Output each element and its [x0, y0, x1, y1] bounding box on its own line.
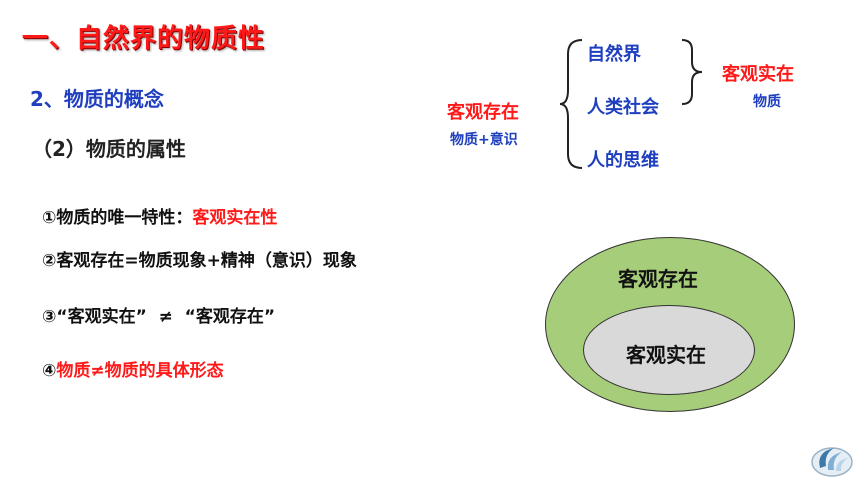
point-4-prefix: ④ [42, 361, 57, 381]
diagram-item-nature: 自然界 [587, 44, 641, 65]
section-heading: 2、物质的概念 [30, 87, 164, 111]
diagram-item-society: 人类社会 [587, 97, 659, 118]
diagram-item-thinking: 人的思维 [587, 150, 659, 171]
inner-label: 客观实在 [626, 343, 706, 367]
diagram-left-sub: 物质+意识 [450, 132, 518, 148]
venn-diagram: 客观存在 客观实在 [545, 237, 795, 412]
right-brace-icon [681, 39, 703, 105]
point-4-highlight: 物质≠物质的具体形态 [56, 361, 224, 381]
diagram-left-label: 客观存在 [447, 102, 519, 123]
diagram-right-sub: 物质 [753, 94, 781, 110]
point-1-highlight: 客观实在性 [192, 208, 278, 228]
page-title: 一、自然界的物质性 [22, 24, 266, 54]
point-2: ②客观存在=物质现象+精神（意识）现象 [42, 251, 357, 271]
point-4: ④物质≠物质的具体形态 [42, 356, 224, 381]
inner-ellipse [583, 305, 755, 395]
point-1: ①物质的唯一特性：客观实在性 [42, 203, 277, 228]
sub-heading: （2）物质的属性 [32, 137, 186, 161]
left-brace-icon [559, 39, 583, 169]
concept-diagram: 客观存在 物质+意识 自然界 人类社会 人的思维 客观实在 物质 [440, 28, 860, 178]
outer-label: 客观存在 [618, 267, 698, 291]
point-1-prefix: ①物质的唯一特性： [42, 208, 193, 228]
diagram-right-label: 客观实在 [722, 64, 794, 85]
point-3: ③“客观实在” ≠ “客观存在” [42, 307, 276, 327]
logo-icon [811, 447, 853, 477]
